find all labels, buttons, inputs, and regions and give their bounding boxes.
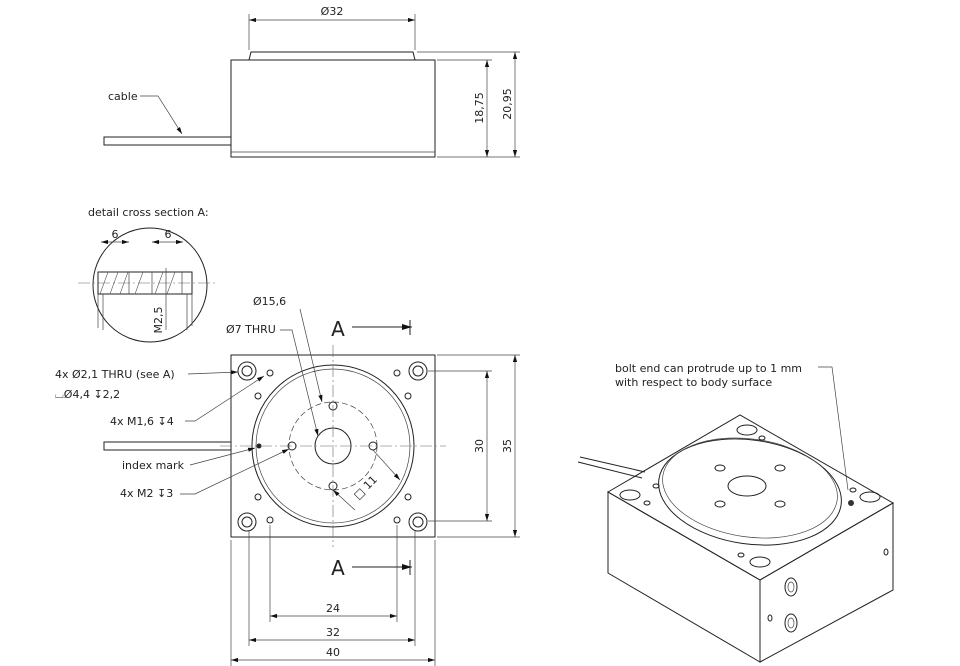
detail-cross-section: detail cross section A: 6 6 M2,5 — [78, 206, 216, 343]
side-view: Ø32 18,75 20,95 cable — [103, 5, 520, 158]
dim-40: 40 — [326, 646, 340, 659]
callout-index: index mark — [122, 459, 185, 472]
detail-title: detail cross section A: — [88, 206, 209, 219]
corner-holes — [237, 361, 428, 532]
detail-dim-left: 6 — [112, 228, 119, 241]
dim-square: □ 11 — [351, 473, 380, 502]
top-view: A A Ø15,6 Ø7 THRU 4x Ø2,1 THRU (see A) ⌴… — [55, 295, 520, 666]
dim-inner-diameter: Ø15,6 — [253, 295, 286, 308]
iso-front-face — [607, 491, 761, 663]
side-body — [230, 59, 436, 158]
dim-center-hole: Ø7 THRU — [226, 323, 276, 336]
callout-m2: 4x M2 ↧3 — [120, 487, 173, 500]
isometric-view: bolt end can protrude up to 1 mm with re… — [577, 362, 895, 663]
callout-m16: 4x M1,6 ↧4 — [110, 415, 174, 428]
detail-thread: M2,5 — [152, 307, 165, 334]
detail-dim-right: 6 — [165, 228, 172, 241]
iso-note-line2: with respect to body surface — [615, 376, 772, 389]
dim-height-body: 18,75 — [473, 92, 486, 124]
section-marker-bottom: A — [331, 556, 345, 580]
dim-height-total: 20,95 — [501, 88, 514, 120]
iso-side-face — [759, 502, 894, 663]
side-top-plate — [248, 51, 416, 61]
dim-24: 24 — [326, 602, 340, 615]
side-cable — [103, 136, 232, 146]
iso-cable — [577, 461, 643, 479]
iso-note-line1: bolt end can protrude up to 1 mm — [615, 362, 802, 375]
index-mark — [256, 443, 262, 449]
dim-30: 30 — [473, 439, 486, 453]
callout-mount-holes: 4x Ø2,1 THRU (see A) — [55, 368, 175, 381]
section-marker-top: A — [331, 317, 345, 341]
dim-top-diameter: Ø32 — [321, 5, 344, 18]
dim-32: 32 — [326, 626, 340, 639]
top-cable — [103, 441, 232, 451]
cable-label: cable — [108, 90, 138, 103]
callout-counterbore: ⌴Ø4,4 ↧2,2 — [55, 388, 120, 401]
bolt-end — [848, 500, 854, 506]
dim-35: 35 — [501, 439, 514, 453]
